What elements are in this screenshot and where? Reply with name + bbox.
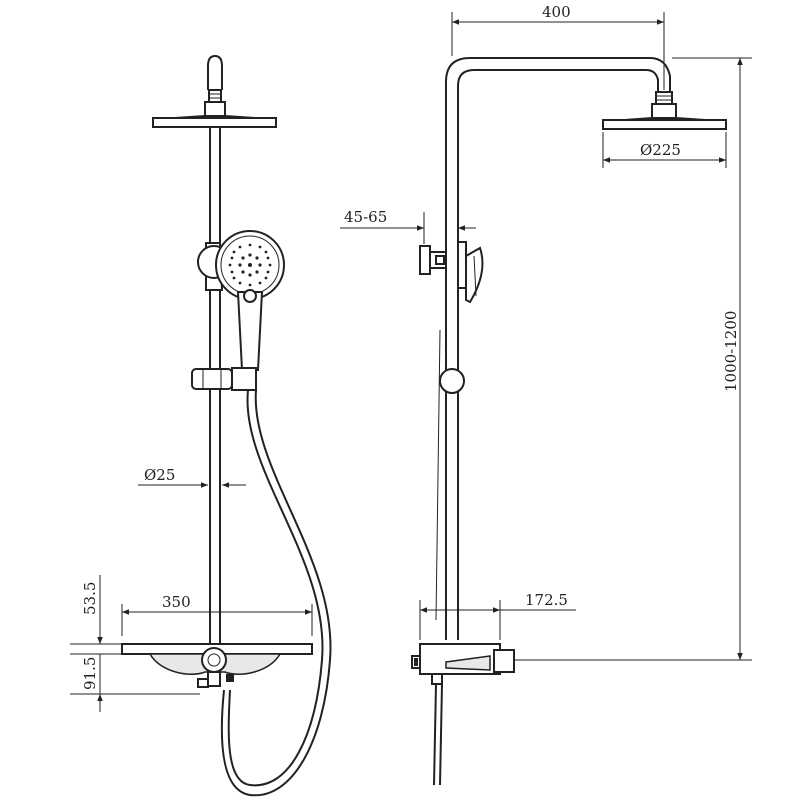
side-view: 400 Ø225 45-65 1000-1200 xyxy=(340,3,752,786)
side-hand-shower xyxy=(457,241,484,304)
front-mixer-valve xyxy=(197,647,234,688)
label-head-diameter: Ø225 xyxy=(640,141,681,159)
dim-vertical-left: 53.5 91.5 xyxy=(70,575,200,712)
label-arm-length: 400 xyxy=(542,3,571,21)
label-wall-offset: 45-65 xyxy=(344,208,387,226)
dim-wall-offset: 45-65 xyxy=(340,208,476,244)
label-mixer-height: 91.5 xyxy=(81,657,99,690)
front-overhead-shower-head xyxy=(152,54,277,128)
dim-head-diameter: Ø225 xyxy=(602,132,727,168)
side-slider-knob xyxy=(439,368,465,394)
front-shower-hose xyxy=(220,389,332,797)
dim-spout-projection: 172.5 xyxy=(419,591,576,640)
front-hand-shower xyxy=(197,230,285,371)
dim-pipe-diameter: Ø25 xyxy=(138,466,246,488)
label-shelf-width: 350 xyxy=(162,593,191,611)
dim-height-range: 1000-1200 xyxy=(514,57,752,661)
label-spout-projection: 172.5 xyxy=(525,591,568,609)
side-wall-bracket xyxy=(419,245,447,275)
front-view: Ø25 350 53.5 91.5 xyxy=(70,54,332,797)
label-shelf-height: 53.5 xyxy=(81,582,99,615)
spray-nozzle-dots xyxy=(228,243,272,287)
side-mixer-unit xyxy=(411,643,515,786)
label-pipe-diameter: Ø25 xyxy=(144,466,175,484)
dim-arm-length: 400 xyxy=(451,3,665,90)
side-overhead-shower-head xyxy=(602,91,727,130)
dim-shelf-width: 350 xyxy=(121,593,313,636)
front-slider-bracket xyxy=(191,367,257,391)
side-riser-and-arm xyxy=(435,57,671,640)
label-height-range: 1000-1200 xyxy=(722,311,740,392)
